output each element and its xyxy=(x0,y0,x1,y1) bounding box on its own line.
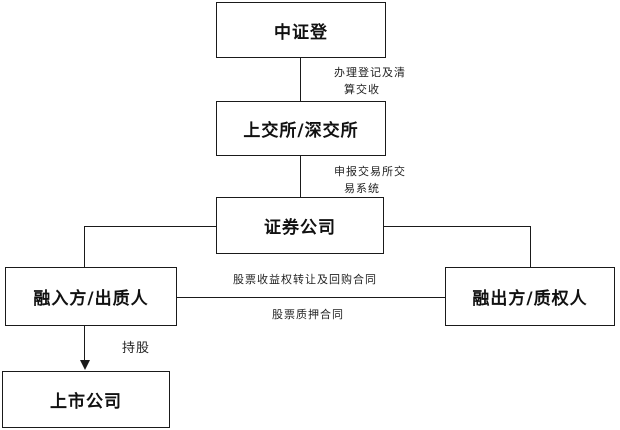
node-securities-company-label: 证券公司 xyxy=(264,218,336,238)
edge-label-declare-system-line2: 易系统 xyxy=(344,182,380,195)
edge-label-registration-clearing-line2: 算交收 xyxy=(344,83,380,96)
edge-label-registration-clearing: 办理登记及清 算交收 xyxy=(334,64,406,98)
node-listed-company: 上市公司 xyxy=(2,371,170,428)
node-fund-receiver-label: 融入方/出质人 xyxy=(33,289,149,309)
node-csdc: 中证登 xyxy=(216,2,386,58)
edge-label-declare-system-line1: 申报交易所交 xyxy=(334,165,406,178)
connector-securities-right-vertical xyxy=(530,226,532,268)
node-fund-provider: 融出方/质权人 xyxy=(445,267,615,326)
node-fund-receiver: 融入方/出质人 xyxy=(5,267,177,326)
node-exchanges-label: 上交所/深交所 xyxy=(243,121,359,141)
edge-label-holding: 持股 xyxy=(122,341,151,356)
node-csdc-label: 中证登 xyxy=(274,22,328,43)
edge-label-stock-transfer-repurchase: 股票收益权转让及回购合同 xyxy=(233,273,377,286)
connector-securities-left-horizontal xyxy=(84,226,216,228)
connector-securities-right-horizontal xyxy=(383,226,531,228)
connector-contract-line xyxy=(176,297,446,299)
arrowhead-down-icon xyxy=(80,360,90,370)
node-listed-company-label: 上市公司 xyxy=(50,392,122,412)
connector-csdc-exchanges xyxy=(300,57,302,102)
connector-holding-arrow-shaft xyxy=(84,325,86,361)
node-exchanges: 上交所/深交所 xyxy=(216,101,386,156)
edge-label-stock-pledge-contract: 股票质押合同 xyxy=(272,308,344,321)
connector-securities-left-vertical xyxy=(84,226,86,268)
connector-exchanges-securities xyxy=(300,155,302,198)
node-fund-provider-label: 融出方/质权人 xyxy=(472,289,588,309)
edge-label-declare-system: 申报交易所交 易系统 xyxy=(334,163,406,197)
edge-label-registration-clearing-line1: 办理登记及清 xyxy=(334,66,406,79)
node-securities-company: 证券公司 xyxy=(216,197,384,254)
